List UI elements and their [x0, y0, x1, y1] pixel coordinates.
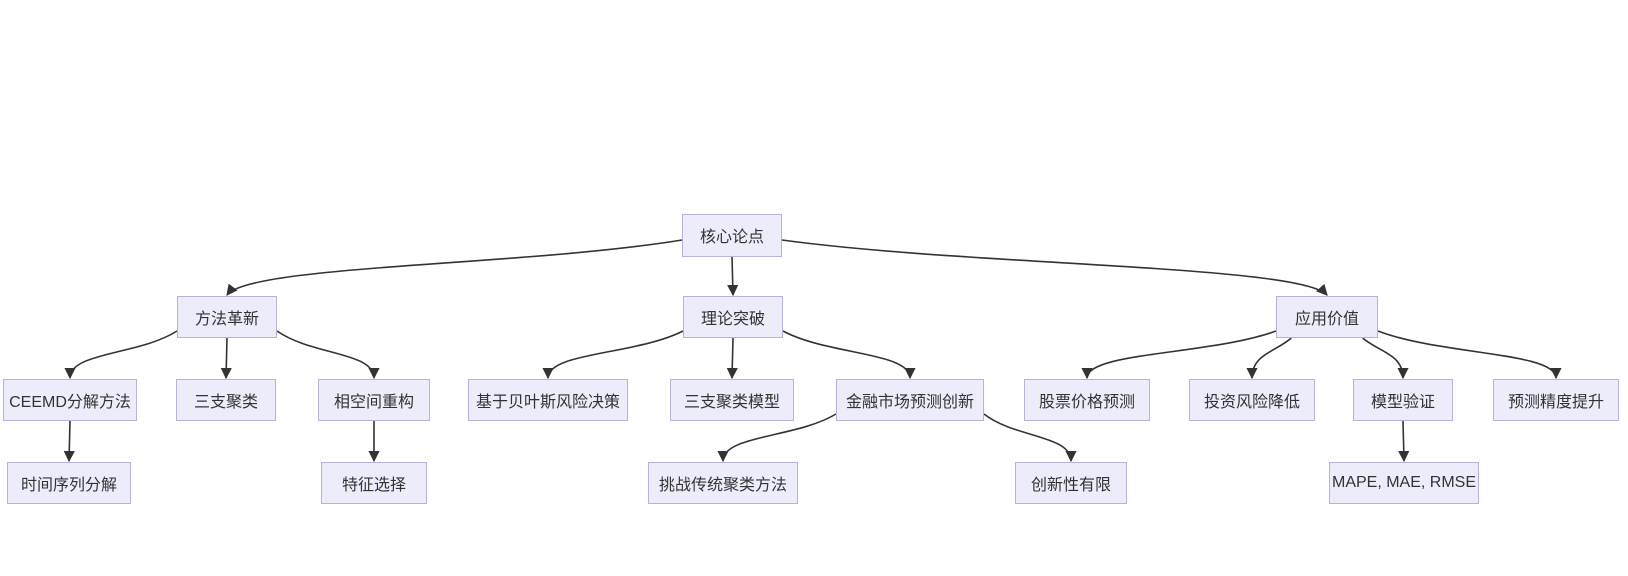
node-label: 金融市场预测创新 [845, 394, 974, 411]
node-label: 挑战传统聚类方法 [658, 477, 787, 494]
node-phase-space-reconstruction: 相空间重构 [318, 379, 430, 421]
node-label: 三支聚类模型 [683, 394, 780, 411]
node-three-way-clustering-model: 三支聚类模型 [670, 379, 794, 421]
node-mape-mae-rmse: MAPE, MAE, RMSE [1329, 462, 1479, 504]
node-bayesian-risk-decision: 基于贝叶斯风险决策 [468, 379, 628, 421]
edge-core-thesis--application-value [781, 239, 1328, 296]
edge-theory-breakthrough--bayesian-risk-decision [542, 330, 684, 380]
node-ceemd-decomposition: CEEMD分解方法 [3, 379, 137, 421]
node-label: 股票价格预测 [1038, 394, 1135, 411]
edge-application-value--forecast-accuracy-improvement [1377, 330, 1562, 380]
node-limited-novelty: 创新性有限 [1015, 462, 1127, 504]
edge-financial-market-forecast-innovation--limited-novelty [983, 413, 1077, 463]
node-label: 基于贝叶斯风险决策 [475, 394, 620, 411]
node-stock-price-prediction: 股票价格预测 [1024, 379, 1150, 421]
node-label: 预测精度提升 [1507, 394, 1604, 411]
node-label: MAPE, MAE, RMSE [1331, 474, 1477, 491]
edge-method-innovation--phase-space-reconstruction [276, 330, 380, 380]
node-label: 核心论点 [699, 229, 764, 246]
node-label: 理论突破 [700, 311, 765, 328]
node-financial-market-forecast-innovation: 金融市场预测创新 [836, 379, 984, 421]
edge-financial-market-forecast-innovation--challenge-traditional-clustering [717, 413, 837, 463]
node-label: 模型验证 [1370, 394, 1435, 411]
node-challenge-traditional-clustering: 挑战传统聚类方法 [648, 462, 798, 504]
node-theory-breakthrough: 理论突破 [683, 296, 783, 338]
node-label: 三支聚类 [193, 394, 258, 411]
edge-theory-breakthrough--three-way-clustering-model [726, 337, 738, 380]
node-label: 相空间重构 [333, 394, 414, 411]
edge-core-thesis--method-innovation [226, 239, 683, 296]
node-model-validation: 模型验证 [1353, 379, 1453, 421]
edge-method-innovation--three-way-clustering [220, 337, 232, 380]
node-forecast-accuracy-improvement: 预测精度提升 [1493, 379, 1619, 421]
node-time-series-decomposition: 时间序列分解 [7, 462, 131, 504]
edge-model-validation--mape-mae-rmse [1398, 420, 1410, 463]
edge-theory-breakthrough--financial-market-forecast-innovation [782, 330, 916, 380]
edge-application-value--investment-risk-reduction [1246, 337, 1292, 380]
edge-ceemd-decomposition--time-series-decomposition [63, 420, 75, 463]
node-three-way-clustering: 三支聚类 [176, 379, 276, 421]
node-label: 投资风险降低 [1203, 394, 1300, 411]
node-label: CEEMD分解方法 [9, 394, 131, 411]
node-investment-risk-reduction: 投资风险降低 [1189, 379, 1315, 421]
edge-core-thesis--theory-breakthrough [727, 256, 739, 297]
node-application-value: 应用价值 [1276, 296, 1378, 338]
node-core-thesis: 核心论点 [682, 213, 782, 257]
node-label: 特征选择 [341, 477, 406, 494]
node-label: 创新性有限 [1030, 477, 1111, 494]
node-method-innovation: 方法革新 [177, 296, 277, 338]
edge-method-innovation--ceemd-decomposition [64, 330, 178, 380]
node-label: 时间序列分解 [20, 477, 117, 494]
edge-application-value--stock-price-prediction [1081, 330, 1277, 380]
node-label: 方法革新 [194, 311, 259, 328]
edge-application-value--model-validation [1362, 337, 1409, 380]
node-label: 应用价值 [1294, 311, 1359, 328]
node-feature-selection: 特征选择 [321, 462, 427, 504]
